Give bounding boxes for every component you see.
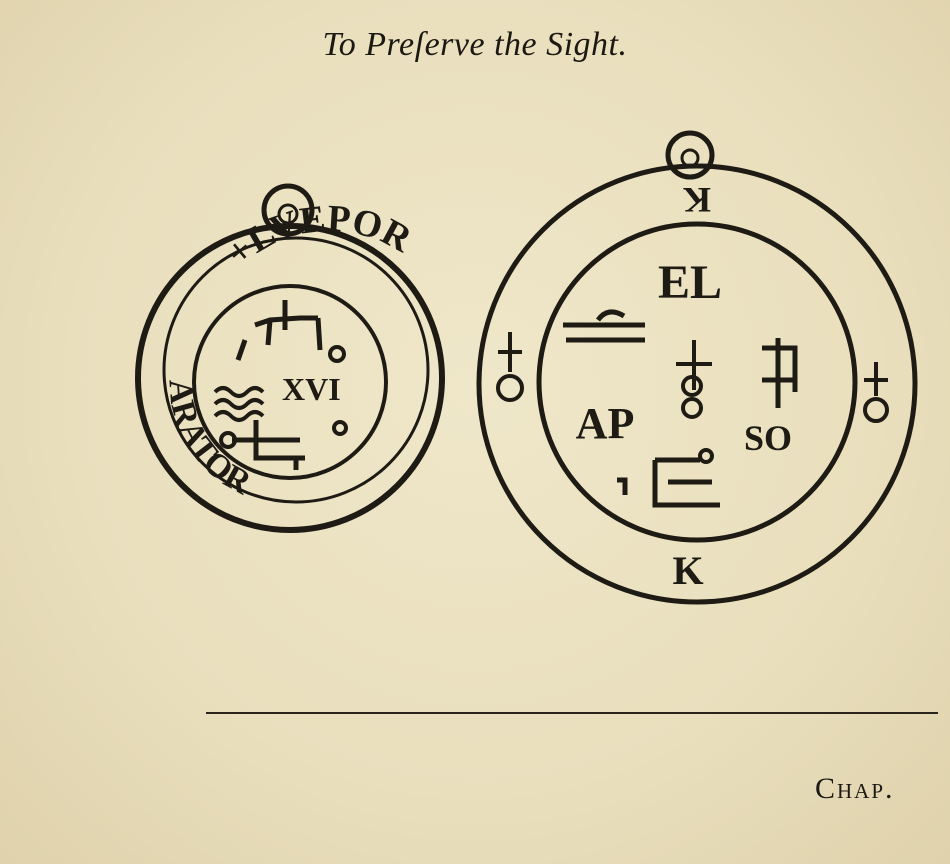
left-seal-sigil-bottom xyxy=(219,420,348,470)
right-seal-sigil-right xyxy=(762,338,798,408)
right-seal-sigil-bar xyxy=(563,309,645,343)
left-seal-middle-ring xyxy=(162,236,430,504)
horizontal-rule xyxy=(206,712,938,714)
right-seal-left-symbol xyxy=(496,332,524,402)
right-seal-outer-ring xyxy=(476,163,918,605)
left-seal-sigil-waves xyxy=(213,386,265,422)
left-seal-outer-ring xyxy=(135,223,445,533)
right-seal-top-letter: K xyxy=(683,180,711,220)
left-seal-inner-text: XVI xyxy=(282,371,341,407)
left-seal-sigil-top xyxy=(235,300,346,363)
right-seal-inner-ring xyxy=(536,221,858,543)
right-seal-sigil-bottom xyxy=(617,448,720,508)
right-seal-right-symbol xyxy=(863,362,889,423)
right-seal-bottom-letter: K xyxy=(672,548,703,593)
right-seal-loop xyxy=(665,130,715,180)
right-seal-center-top: EL xyxy=(658,256,722,309)
left-seal-loop xyxy=(261,183,315,237)
right-seal: K K EL AP SO xyxy=(476,130,918,605)
left-seal: +LVEPOR ARATOR XVI xyxy=(135,183,445,533)
left-seal-inner-ring xyxy=(192,284,388,480)
catchword: Chap. xyxy=(815,772,895,805)
right-seal-center-left: AP xyxy=(576,399,635,448)
left-seal-loop-inner xyxy=(277,203,299,225)
right-seal-center-right: SO xyxy=(744,418,792,458)
page-title: To Preſerve the Sight. xyxy=(322,26,628,63)
right-seal-sigil-center xyxy=(676,340,712,419)
